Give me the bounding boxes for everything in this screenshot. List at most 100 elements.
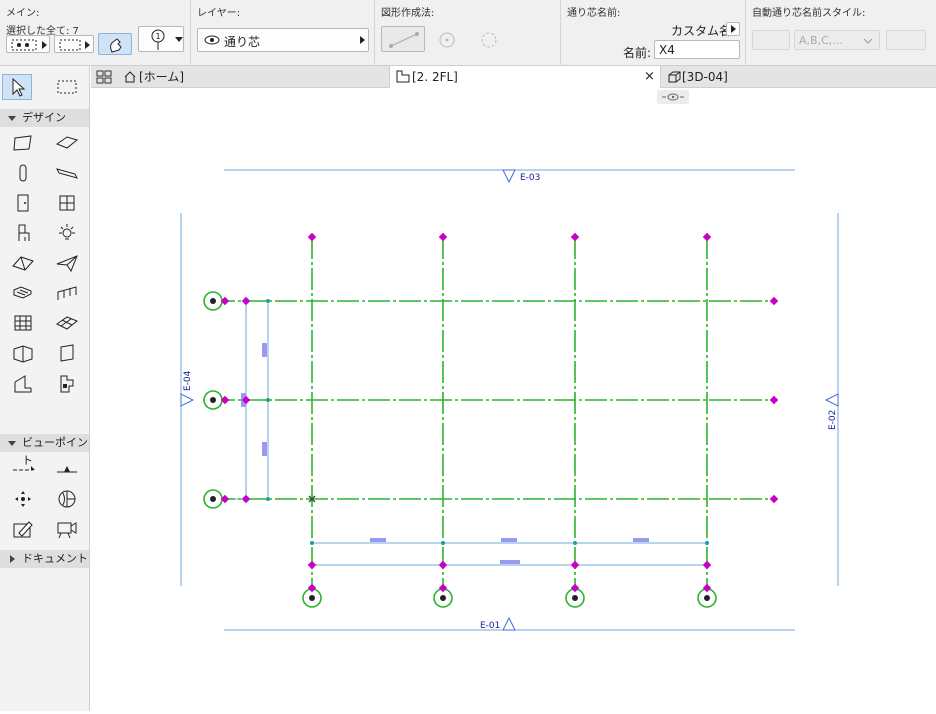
column-tool[interactable] <box>8 160 38 186</box>
suffix-input[interactable] <box>886 30 926 50</box>
element-select-dropdown[interactable] <box>6 35 50 53</box>
hotspot[interactable] <box>307 232 317 242</box>
arc-3point-icon[interactable] <box>477 30 501 50</box>
elevation-label-left: E-04 <box>183 370 193 391</box>
elevation-marker-left[interactable] <box>180 393 195 407</box>
intersection-point <box>310 541 314 545</box>
main-section: メイン: 選択した全て: 7 1 <box>0 0 191 66</box>
railing-tool[interactable] <box>52 280 82 306</box>
roof-tool[interactable] <box>8 250 38 276</box>
detail-tool[interactable] <box>8 516 38 542</box>
marquee-tool[interactable] <box>52 74 82 100</box>
elevation-marker-right[interactable] <box>824 393 839 407</box>
hotspot[interactable] <box>438 232 448 242</box>
elevation-marker-top[interactable] <box>502 169 516 184</box>
elevation-label-bottom: E-01 <box>480 621 500 631</box>
hotspot[interactable] <box>769 395 779 405</box>
toolbox-section-design[interactable]: デザイン <box>0 109 89 127</box>
straight-method-button[interactable] <box>381 26 425 52</box>
tab-3d[interactable]: [3D-04] <box>662 66 862 88</box>
skylight-tool[interactable] <box>8 340 38 366</box>
object-tool[interactable] <box>8 220 38 246</box>
hotspot[interactable] <box>702 232 712 242</box>
hotspot[interactable] <box>769 296 779 306</box>
tab-floor-plan[interactable]: [2. 2FL] × <box>389 66 661 88</box>
marker-dropdown[interactable]: 1 <box>138 26 184 52</box>
hotspot[interactable] <box>220 395 230 405</box>
layer-dropdown[interactable]: 通り芯 <box>197 28 369 52</box>
marker-center <box>704 595 710 601</box>
elevation-label-right: E-02 <box>828 410 838 430</box>
stair-tool[interactable] <box>8 280 38 306</box>
main-title: メイン: <box>6 8 40 19</box>
lamp-tool[interactable] <box>52 220 82 246</box>
stair-icon <box>13 286 32 299</box>
view-visibility-button[interactable] <box>657 90 689 104</box>
geometry-title: 図形作成法: <box>381 8 435 19</box>
dimension-tag[interactable] <box>262 442 267 456</box>
hotspot[interactable] <box>307 560 317 570</box>
hotspot[interactable] <box>438 583 448 593</box>
hotspot[interactable] <box>570 232 580 242</box>
elevation-label-top: E-03 <box>520 173 540 183</box>
gridname-title: 通り芯名前: <box>567 8 621 19</box>
worksheet-tool[interactable] <box>52 486 82 512</box>
tab-bar: [ホーム] [2. 2FL] × [3D-04] <box>91 66 936 88</box>
hotspot[interactable] <box>570 560 580 570</box>
section-tool[interactable] <box>8 456 38 482</box>
close-icon[interactable]: × <box>644 69 655 84</box>
toolbox-section-viewpoint[interactable]: ビューポイント <box>0 434 89 467</box>
hotspot-nodes <box>220 232 779 593</box>
arc-center-icon[interactable] <box>435 30 459 50</box>
opening-tool[interactable] <box>52 340 82 366</box>
grid-view-icon[interactable] <box>96 70 112 84</box>
opening-icon <box>60 344 74 362</box>
wall-icon <box>13 135 32 151</box>
zone-icon <box>14 375 32 393</box>
window-tool[interactable] <box>52 190 82 216</box>
hotspot[interactable] <box>438 560 448 570</box>
elevation-marker-bottom[interactable] <box>502 616 516 631</box>
zone-tool[interactable] <box>8 370 38 396</box>
arrow-tool[interactable] <box>2 74 32 100</box>
mesh-tool[interactable] <box>52 310 82 336</box>
curtain-wall-tool[interactable] <box>8 310 38 336</box>
hand-icon <box>110 38 122 53</box>
magic-wand-toggle[interactable] <box>98 33 132 55</box>
interior-elevation-tool[interactable] <box>8 486 38 512</box>
tab-label: [ホーム] <box>139 70 185 84</box>
name-input[interactable]: X4 <box>654 40 740 59</box>
name-style-dropdown[interactable]: A,B,C,... <box>794 30 880 50</box>
hotspot[interactable] <box>307 583 317 593</box>
floor-plan-canvas[interactable]: E-03 E-01 E-04 E-02 <box>91 88 936 711</box>
skylight-icon <box>13 345 33 363</box>
marquee-select-dropdown[interactable] <box>54 35 94 53</box>
wall-tool[interactable] <box>8 130 38 156</box>
name-mode-button[interactable] <box>726 22 740 36</box>
dimension-tag[interactable] <box>370 538 386 542</box>
hotspot[interactable] <box>220 494 230 504</box>
dimension-tag[interactable] <box>500 560 520 564</box>
tab-home[interactable]: [ホーム] <box>117 66 389 88</box>
roof-icon <box>12 256 34 271</box>
shell-tool[interactable] <box>52 250 82 276</box>
hotspot[interactable] <box>769 494 779 504</box>
toolbox-section-document[interactable]: ドキュメント <box>0 550 89 568</box>
door-tool[interactable] <box>8 190 38 216</box>
beam-tool[interactable] <box>52 160 82 186</box>
dimension-tag[interactable] <box>262 343 267 357</box>
hotspot[interactable] <box>220 296 230 306</box>
hotspot[interactable] <box>702 560 712 570</box>
hotspot[interactable] <box>241 494 251 504</box>
morph-tool[interactable] <box>52 370 82 396</box>
prefix-input[interactable] <box>752 30 790 50</box>
dimension-tag[interactable] <box>633 538 649 542</box>
hotspot[interactable] <box>241 395 251 405</box>
elevation-tool[interactable] <box>52 456 82 482</box>
dimension-tag[interactable] <box>501 538 517 542</box>
chair-icon <box>18 224 30 241</box>
camera-tool[interactable] <box>52 516 82 542</box>
hotspot[interactable] <box>241 296 251 306</box>
eye-icon <box>662 93 684 101</box>
slab-tool[interactable] <box>52 130 82 156</box>
